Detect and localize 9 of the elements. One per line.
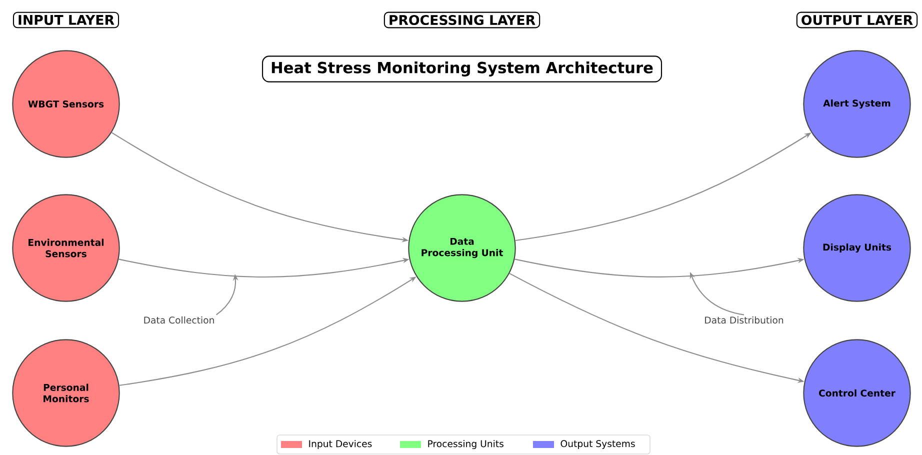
- annotation-text: Data Collection: [144, 316, 214, 324]
- legend-label: Output Systems: [560, 440, 635, 449]
- layer-label: OUTPUT LAYER: [796, 12, 918, 28]
- annotation-text: Data Distribution: [705, 316, 784, 324]
- legend-label: Input Devices: [309, 440, 372, 450]
- layer-label: INPUT LAYER: [12, 12, 120, 28]
- legend-label: Processing Units: [428, 440, 504, 450]
- title-box: Heat Stress Monitoring System Architecture: [262, 56, 662, 82]
- layer-label: PROCESSING LAYER: [384, 12, 540, 28]
